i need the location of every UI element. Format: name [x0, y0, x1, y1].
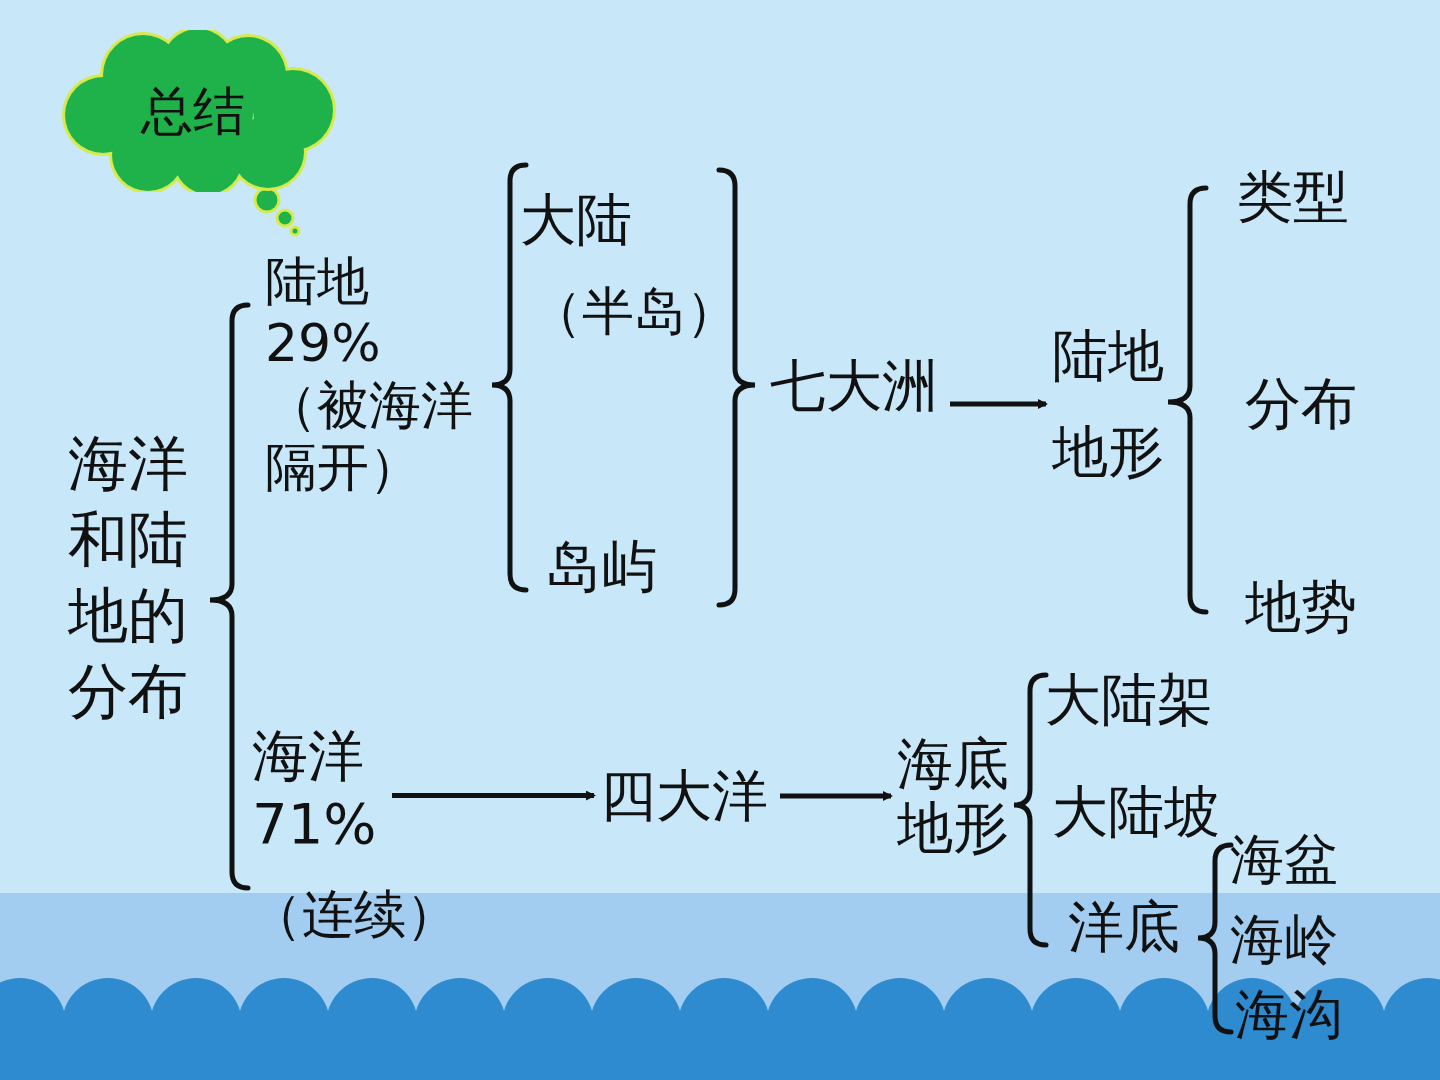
node-subtext: （被海洋隔开） [265, 374, 493, 498]
branch-item: 岛屿 [545, 533, 657, 600]
branch-item: 大陆 [520, 186, 632, 253]
node-text: 海底地形 [897, 732, 1015, 860]
leaf-item: 海岭 [1230, 908, 1338, 973]
brace [1168, 188, 1206, 612]
arrow-connector [780, 794, 891, 799]
node-text: 海洋和陆地的分布 [68, 425, 196, 729]
leaf-item: 大陆坡 [1052, 778, 1220, 845]
leaf-item: 洋底 [1068, 893, 1180, 960]
node-text: 大陆架 [1045, 666, 1213, 733]
node-text: 海沟 [1235, 983, 1343, 1048]
leaf-item: 分布 [1245, 370, 1357, 437]
node-text: 总结 [141, 80, 245, 142]
node-text: 大陆 [520, 186, 632, 253]
node-text: 陆地 29% [265, 250, 385, 374]
leaf-item: 海沟 [1235, 983, 1343, 1048]
cloud-title: 总结 [48, 30, 338, 192]
thought-bubbles [255, 188, 299, 235]
leaf-item: 大陆架 [1045, 666, 1213, 733]
seafloor-terrain: 海底地形 [897, 732, 1015, 860]
sea-band [0, 893, 1440, 1080]
node-text: 类型 [1237, 163, 1349, 230]
node-text: 四大洋 [600, 762, 768, 829]
oceans: 四大洋 [600, 762, 768, 829]
node-text: 地势 [1245, 573, 1357, 640]
leaf-item: 类型 [1237, 163, 1349, 230]
land-topic: 陆地 29%（被海洋隔开） [265, 250, 493, 498]
node-text: 海岭 [1230, 908, 1338, 973]
brace [1198, 845, 1231, 1032]
brace [210, 305, 248, 888]
node-text: 陆地地形 [1052, 308, 1170, 500]
wave-base [0, 1032, 1440, 1080]
node-text: 七大洲 [770, 352, 938, 419]
arrow-connector [950, 402, 1046, 407]
continents: 七大洲 [770, 352, 938, 419]
braces [210, 165, 1231, 1032]
arrow-connector [392, 793, 594, 798]
land-terrain: 陆地地形 [1052, 308, 1170, 500]
node-text: 岛屿 [545, 533, 657, 600]
node-text: 洋底 [1068, 893, 1180, 960]
node-text: 海洋 71% [252, 722, 380, 858]
root-topic: 海洋和陆地的分布 [68, 425, 196, 729]
node-text: （半岛） [530, 280, 738, 342]
node-text: 分布 [1245, 370, 1357, 437]
ocean-topic: 海洋 71% [252, 722, 380, 858]
note-label: （连续） [250, 883, 458, 945]
node-text: 海盆 [1230, 828, 1338, 893]
branch-item: （半岛） [530, 280, 738, 342]
leaf-item: 地势 [1245, 573, 1357, 640]
brace [719, 170, 755, 605]
leaf-item: 海盆 [1230, 828, 1338, 893]
brace [1014, 675, 1046, 945]
node-text: 大陆坡 [1052, 778, 1220, 845]
